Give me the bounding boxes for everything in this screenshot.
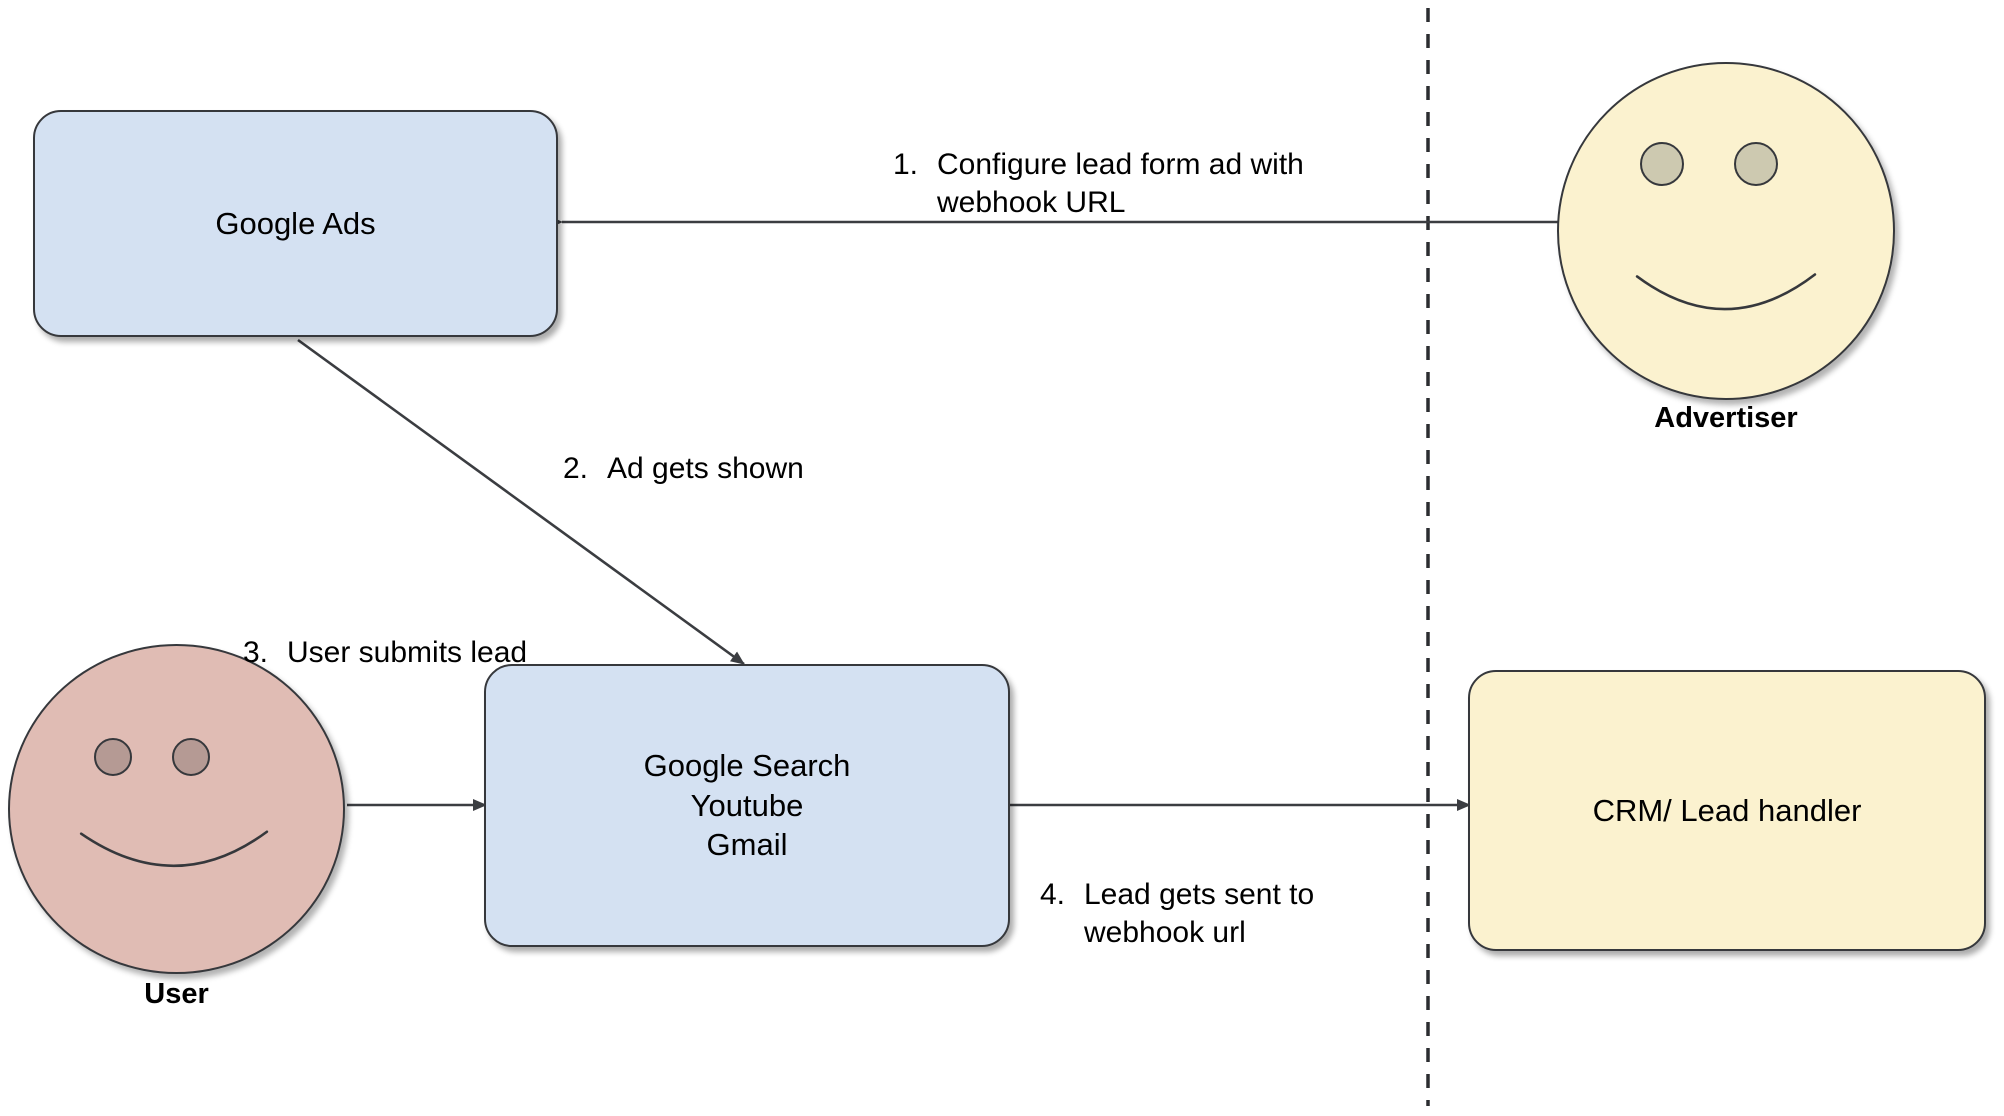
edge-label-step-1-number: 1. xyxy=(893,148,919,182)
node-surface-gmail: Gmail xyxy=(706,827,788,863)
node-google-ads-label: Google Ads xyxy=(215,205,376,241)
edge-label-step-4-text: Lead gets sent to webhook url xyxy=(1084,878,1315,950)
user-smile-icon xyxy=(79,830,269,868)
user-smiley-icon[interactable] xyxy=(8,644,345,974)
edge-label-step-3: 3. User submits lead xyxy=(243,596,673,672)
advertiser-smiley-icon[interactable] xyxy=(1557,62,1895,400)
node-google-ads[interactable]: Google Ads xyxy=(33,110,558,337)
edge-label-step-2-text: Ad gets shown xyxy=(607,452,804,486)
edge-label-step-2-number: 2. xyxy=(563,452,589,486)
advertiser-right-eye-icon xyxy=(1734,142,1778,186)
node-surface-google-search: Google Search xyxy=(643,747,851,783)
edge-label-step-3-text: User submits lead xyxy=(287,636,528,670)
user-caption: User xyxy=(144,978,209,1010)
node-crm-label: CRM/ Lead handler xyxy=(1592,792,1862,828)
node-google-surfaces[interactable]: Google Search Youtube Gmail xyxy=(484,664,1010,947)
node-surface-youtube: Youtube xyxy=(690,787,804,823)
edge-label-step-4: 4. Lead gets sent to webhook url xyxy=(1040,838,1420,952)
edge-label-step-1: 1. Configure lead form ad with webhook UR… xyxy=(893,108,1393,222)
advertiser-left-eye-icon xyxy=(1640,142,1684,186)
edge-label-step-1-text: Configure lead form ad with webhook URL xyxy=(937,148,1304,220)
node-google-surfaces-labels: Google Search Youtube Gmail xyxy=(644,746,851,865)
user-left-eye-icon xyxy=(94,738,132,776)
advertiser-caption: Advertiser xyxy=(1654,402,1798,434)
edge-label-step-3-number: 3. xyxy=(243,636,269,670)
edge-label-step-4-number: 4. xyxy=(1040,878,1066,912)
advertiser-smile-icon xyxy=(1635,273,1817,311)
edge-label-step-2: 2. Ad gets shown xyxy=(563,412,983,488)
node-crm-lead-handler[interactable]: CRM/ Lead handler xyxy=(1468,670,1986,951)
user-right-eye-icon xyxy=(172,738,210,776)
